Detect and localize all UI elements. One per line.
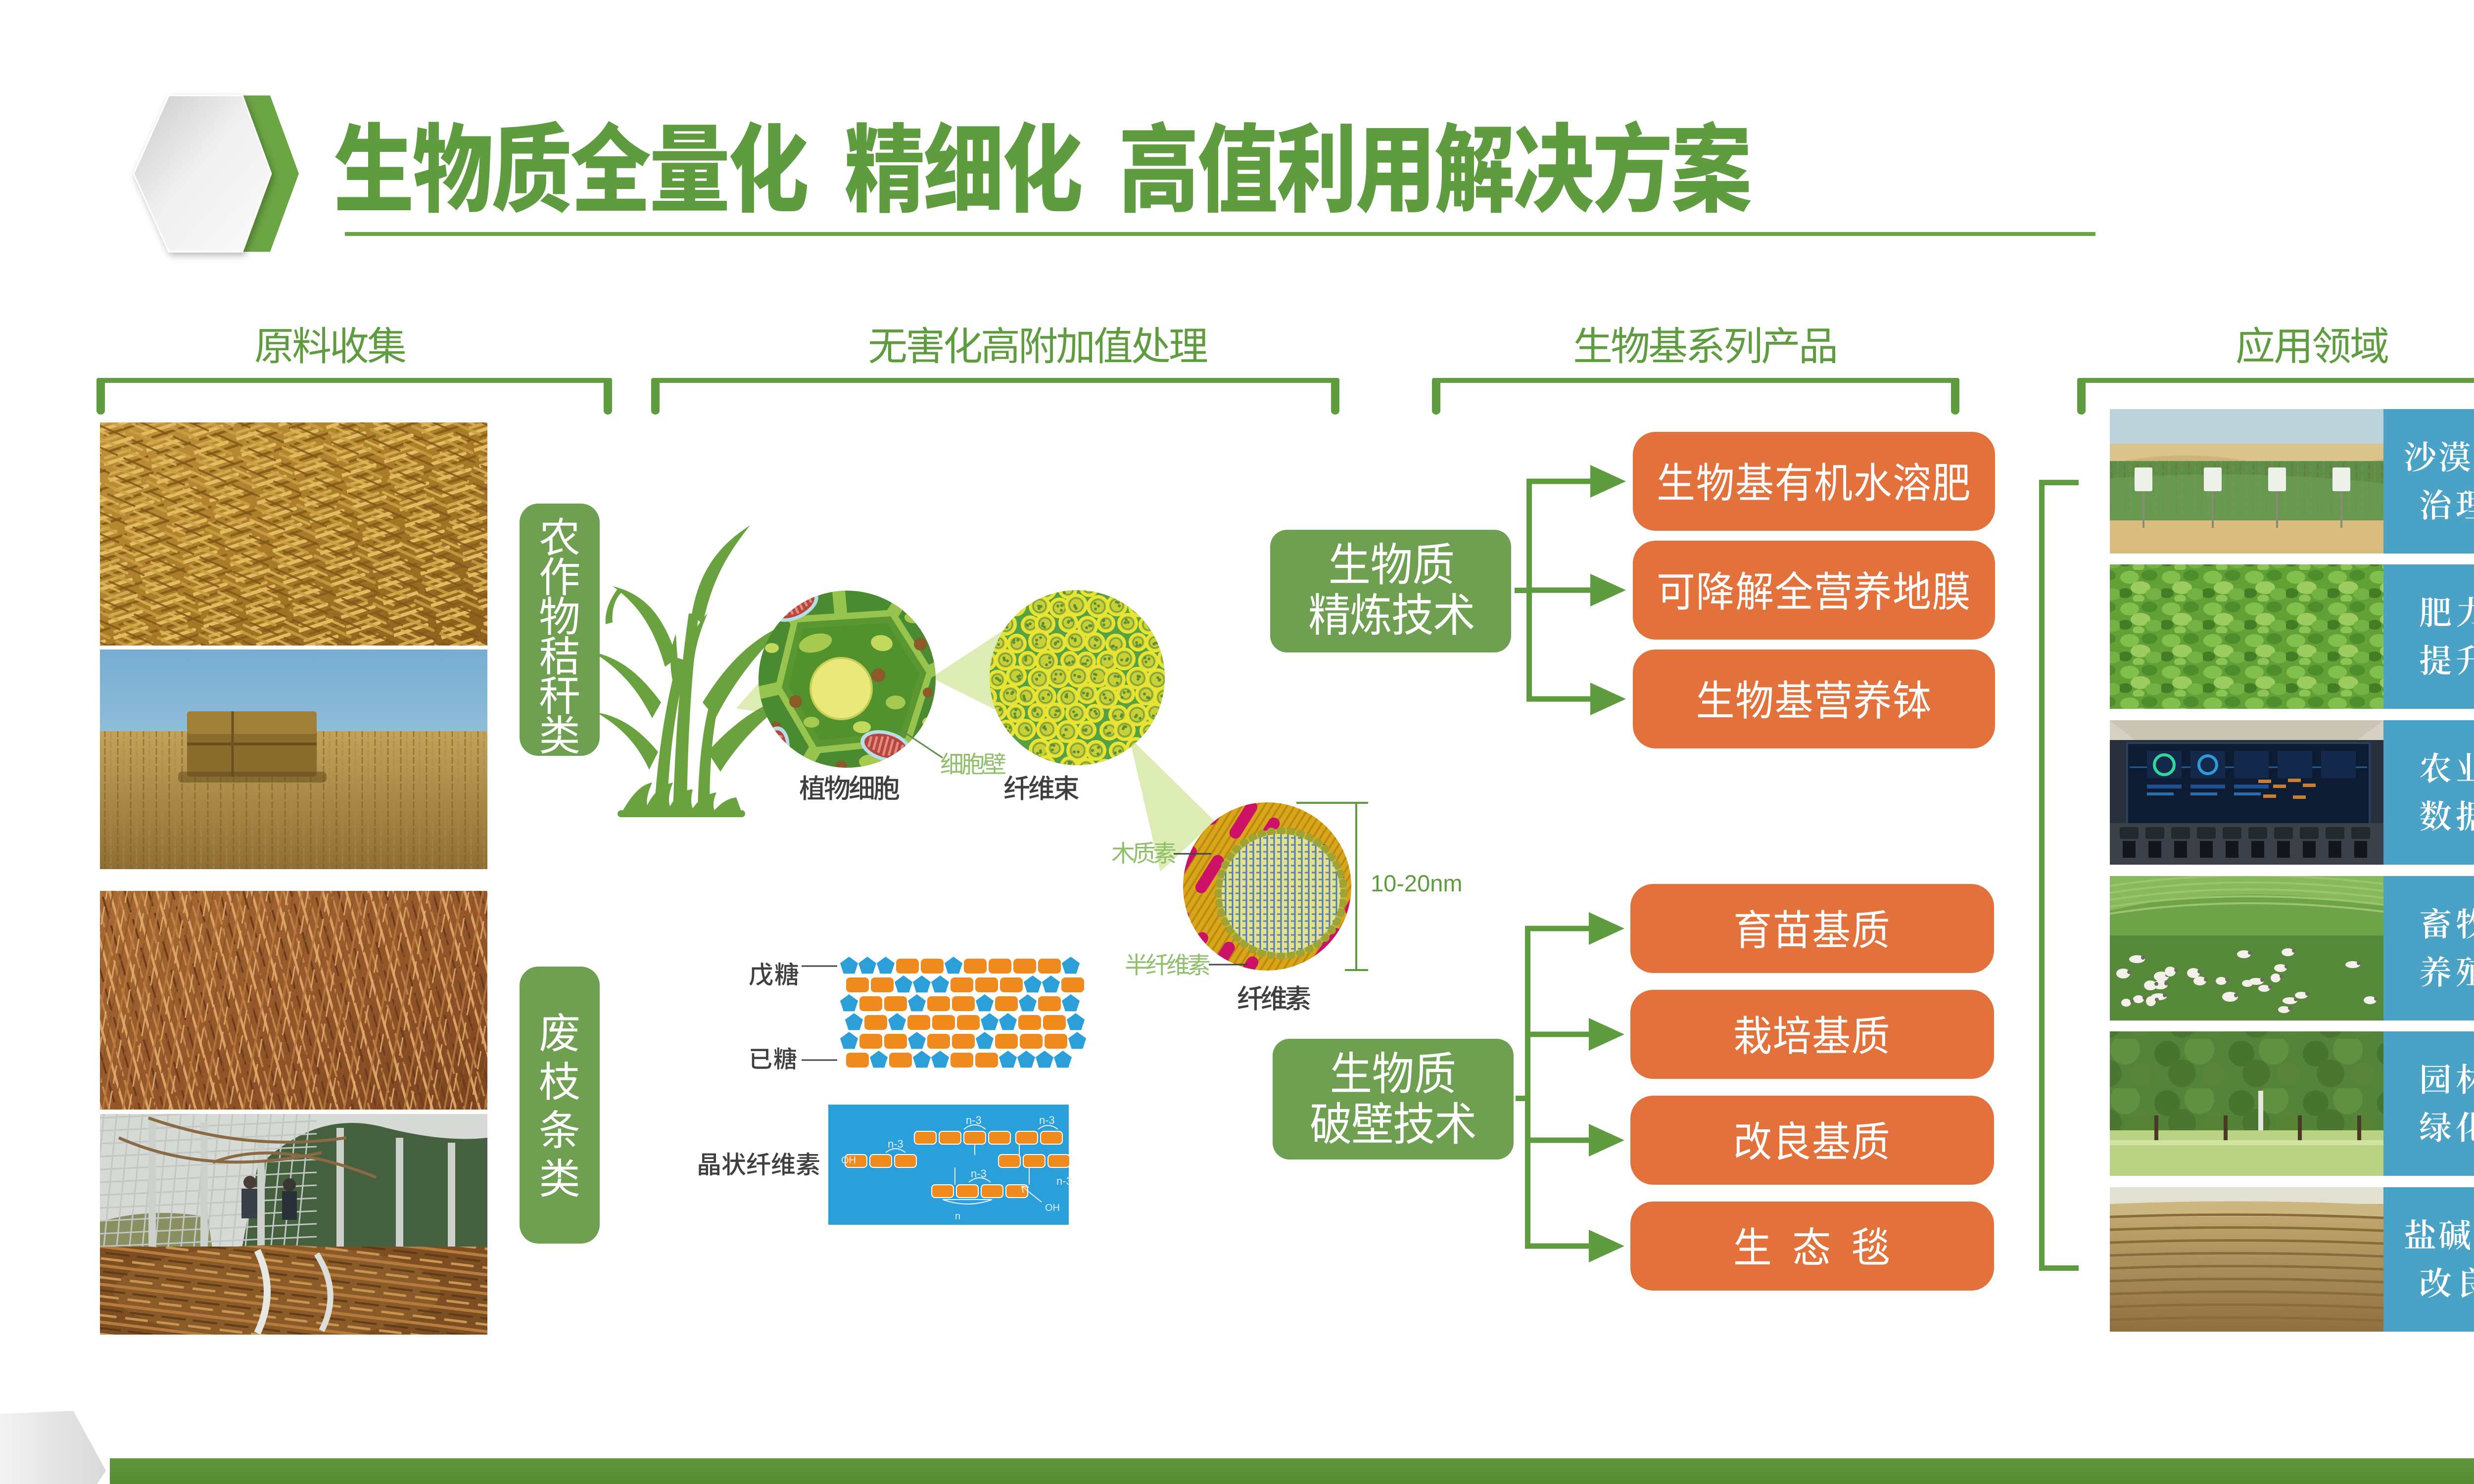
svg-text:n-3: n-3 [966,1114,982,1126]
svg-text:n-3: n-3 [888,1138,904,1150]
svg-text:OH: OH [1045,1203,1060,1213]
svg-text:n-3: n-3 [1039,1114,1055,1126]
svg-text:10-20nm: 10-20nm [1371,870,1463,896]
svg-text:OH: OH [841,1155,856,1166]
svg-text:n: n [955,1211,960,1222]
svg-text:n-3: n-3 [971,1167,987,1180]
svg-text:n-3: n-3 [1056,1175,1072,1187]
